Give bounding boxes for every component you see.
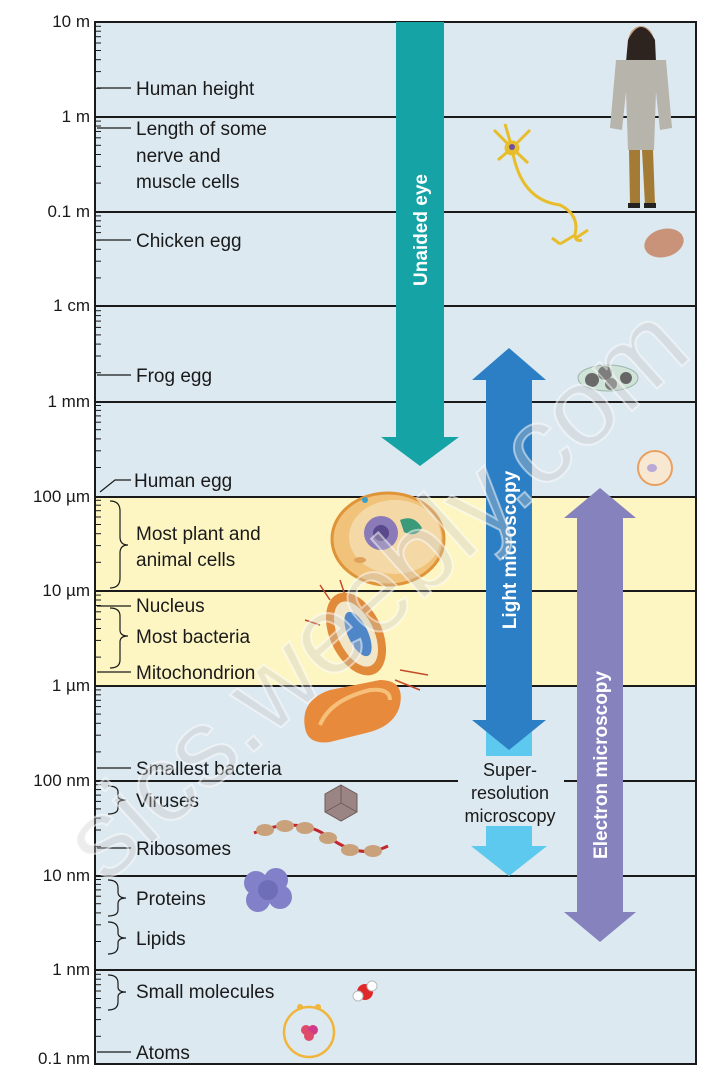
scale-labels: 10 m 1 m 0.1 m 1 cm 1 mm 100 µm 10 µm 1 … xyxy=(33,12,90,1067)
label-cells-line2: animal cells xyxy=(136,550,235,571)
label-nerve-line3: muscle cells xyxy=(136,172,239,193)
label-cells-line1: Most plant and xyxy=(136,524,261,545)
tick-label-1um: 1 µm xyxy=(52,676,90,695)
tick-label-10m: 10 m xyxy=(52,12,90,31)
label-lipids: Lipids xyxy=(136,929,186,950)
super-label-line1: Super- xyxy=(483,760,537,780)
tick-label-10nm: 10 nm xyxy=(43,866,90,885)
tick-label-100um: 100 µm xyxy=(33,487,90,506)
tick-label-1m: 1 m xyxy=(62,107,90,126)
protein-illustration xyxy=(244,868,292,912)
tick-label-10um: 10 µm xyxy=(42,581,90,600)
label-nerve-line1: Length of some xyxy=(136,119,267,140)
unaided-eye-label: Unaided eye xyxy=(411,174,432,286)
label-nucleus: Nucleus xyxy=(136,596,205,617)
tick-label-0.1m: 0.1 m xyxy=(47,202,90,221)
tick-label-0.1nm: 0.1 nm xyxy=(38,1049,90,1067)
label-small-molecules: Small molecules xyxy=(136,982,274,1003)
label-chicken-egg: Chicken egg xyxy=(136,231,242,252)
label-frog-egg: Frog egg xyxy=(136,366,212,387)
tick-label-1cm: 1 cm xyxy=(53,296,90,315)
super-label-line2: resolution xyxy=(471,783,549,803)
label-nerve-line2: nerve and xyxy=(136,146,221,167)
label-human-egg: Human egg xyxy=(134,471,232,492)
tick-label-1mm: 1 mm xyxy=(48,392,91,411)
human-egg-illustration xyxy=(638,451,672,485)
label-human-height: Human height xyxy=(136,79,255,100)
tick-label-1nm: 1 nm xyxy=(52,960,90,979)
label-atoms: Atoms xyxy=(136,1043,190,1064)
super-label-line3: microscopy xyxy=(464,806,555,826)
electron-microscopy-label: Electron microscopy xyxy=(591,671,612,859)
label-proteins: Proteins xyxy=(136,889,206,910)
